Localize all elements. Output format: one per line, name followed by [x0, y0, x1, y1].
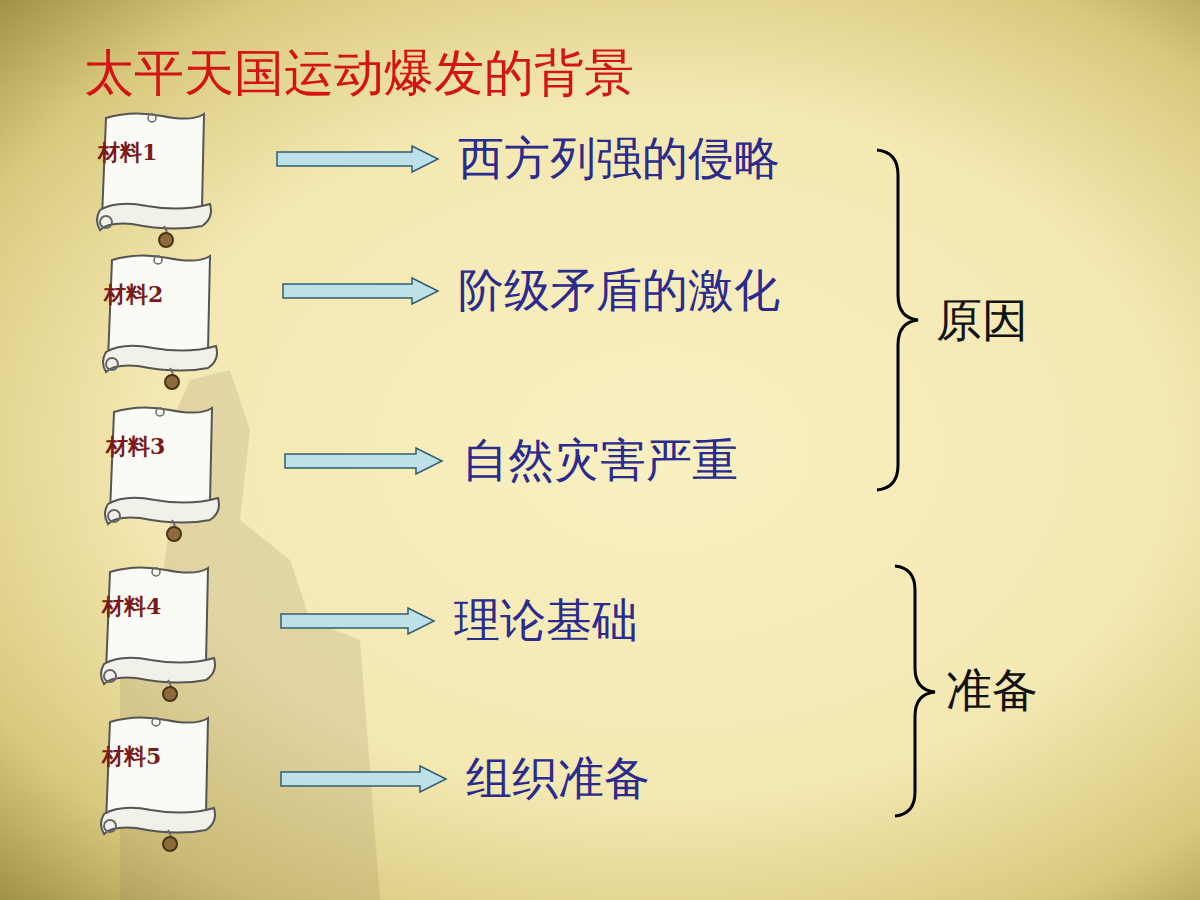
point-text: 西方列强的侵略 [458, 128, 780, 190]
block-arrow [281, 766, 446, 792]
point-label: 自然灾害严重 [462, 433, 738, 487]
material-scroll: 材料3 [100, 402, 225, 542]
point-label: 西方列强的侵略 [458, 131, 780, 185]
scroll-icon [96, 562, 221, 702]
material-label: 材料2 [104, 280, 163, 310]
point-label: 阶级矛盾的激化 [458, 263, 780, 317]
block-arrow [277, 146, 438, 172]
group-label: 准备 [946, 660, 1038, 722]
scroll-icon [92, 108, 217, 248]
material-label: 材料5 [102, 742, 161, 772]
group-label: 原因 [936, 290, 1028, 352]
material-label: 材料4 [102, 592, 161, 622]
slide-title: 太平天国运动爆发的背景 [84, 40, 634, 107]
material-scroll: 材料1 [92, 108, 217, 248]
scroll-icon [100, 402, 225, 542]
block-arrow [285, 448, 442, 474]
point-text: 组织准备 [466, 748, 650, 810]
material-label: 材料1 [98, 138, 157, 168]
material-scroll: 材料2 [98, 250, 223, 390]
material-scroll: 材料4 [96, 562, 221, 702]
scroll-icon [98, 250, 223, 390]
point-text: 理论基础 [454, 590, 638, 652]
point-label: 理论基础 [454, 593, 638, 647]
point-label: 组织准备 [466, 751, 650, 805]
block-arrow [283, 278, 438, 304]
material-scroll: 材料5 [96, 712, 221, 852]
point-text: 阶级矛盾的激化 [458, 260, 780, 322]
point-text: 自然灾害严重 [462, 430, 738, 492]
brace [895, 566, 935, 816]
material-label: 材料3 [106, 432, 165, 462]
block-arrow [281, 608, 434, 634]
brace [877, 150, 918, 490]
scroll-icon [96, 712, 221, 852]
